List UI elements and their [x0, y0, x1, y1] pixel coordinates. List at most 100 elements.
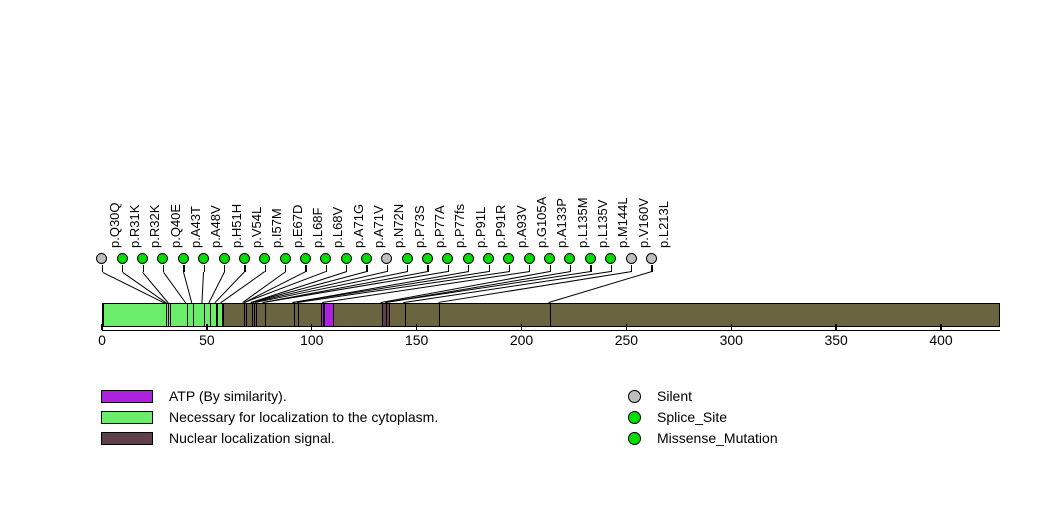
mutation-dot[interactable] — [340, 252, 352, 264]
x-axis-tick — [520, 324, 523, 330]
legend-label-domain: ATP (By similarity). — [169, 388, 287, 404]
legend-swatch — [101, 411, 153, 424]
mutation-label: p.Q30Q — [106, 202, 122, 248]
mutation-marker-line — [245, 304, 247, 326]
lollipop-stem — [529, 264, 531, 272]
lollipop-stem — [183, 264, 185, 272]
legend-swatch — [101, 390, 153, 403]
mutation-marker-line — [209, 304, 212, 326]
x-axis-tick — [625, 324, 628, 330]
mutation-dot[interactable] — [279, 252, 291, 264]
mutation-dot[interactable] — [645, 252, 657, 264]
mutation-dot[interactable] — [116, 252, 128, 264]
legend-label-domain: Nuclear localization signal. — [169, 430, 335, 446]
lollipop-stem — [651, 264, 653, 272]
mutation-label: p.V160V — [635, 198, 651, 248]
mutation-marker-line — [170, 304, 172, 326]
lollipop-stem — [386, 264, 389, 272]
mutation-dot[interactable] — [483, 252, 495, 264]
protein-domain-region[interactable] — [103, 304, 223, 326]
mutation-marker-line — [165, 304, 168, 326]
mutation-label: p.Q40E — [167, 203, 183, 248]
mutation-dot[interactable] — [320, 252, 332, 264]
x-axis-tick — [835, 324, 837, 330]
mutation-dot[interactable] — [381, 252, 393, 264]
lollipop-stem — [630, 264, 633, 272]
mutation-dot[interactable] — [137, 252, 149, 264]
mutation-label: p.V54L — [248, 206, 264, 248]
lollipop-stem — [244, 264, 246, 272]
lollipop-stem — [427, 264, 429, 272]
lollipop-stem — [122, 264, 124, 272]
mutation-dot[interactable] — [422, 252, 433, 264]
mutation-marker-line — [186, 304, 189, 326]
legend-dot — [628, 390, 641, 403]
x-axis-tick — [730, 324, 732, 330]
lollipop-stem — [203, 264, 205, 272]
mutation-dot[interactable] — [299, 252, 311, 264]
mutation-marker-line — [549, 304, 552, 326]
lollipop-stem — [346, 264, 348, 272]
x-axis-line — [102, 330, 1000, 332]
mutation-marker-line — [216, 304, 218, 326]
protein-backbone — [102, 303, 1000, 327]
lollipop-stem — [162, 264, 165, 272]
mutation-dot[interactable] — [238, 252, 250, 264]
x-axis-tick — [415, 324, 418, 330]
mutation-label: p.P73S — [411, 205, 427, 248]
mutation-dot[interactable] — [401, 252, 413, 264]
mutation-label: p.P91R — [493, 204, 509, 248]
x-axis-tick-label: 150 — [404, 332, 429, 348]
mutation-dot[interactable] — [198, 252, 210, 264]
mutation-dot[interactable] — [442, 252, 454, 264]
mutation-dot[interactable] — [177, 252, 189, 264]
lollipop-connector — [182, 272, 193, 304]
mutation-dot[interactable] — [462, 252, 474, 264]
mutation-dot[interactable] — [218, 252, 230, 264]
mutation-label: p.P77A — [432, 205, 448, 248]
mutation-label: p.N72N — [391, 203, 407, 248]
mutation-label: p.A71G — [350, 203, 366, 248]
x-axis-tick-label: 0 — [98, 332, 106, 348]
mutation-marker-line — [193, 304, 195, 326]
lollipop-stem — [468, 264, 470, 272]
mutation-dot[interactable] — [605, 252, 617, 264]
x-axis-tick-label: 50 — [199, 332, 215, 348]
mutation-label: p.H51H — [228, 203, 244, 248]
lollipop-stem — [508, 264, 511, 272]
mutation-label: p.P77fs — [452, 203, 468, 248]
lollipop-connector — [201, 271, 205, 303]
mutation-marker-line — [381, 304, 384, 326]
x-axis-tick — [311, 324, 313, 330]
lollipop-stem — [285, 264, 287, 272]
mutation-dot[interactable] — [157, 252, 169, 264]
legend-dot — [628, 411, 641, 424]
mutation-dot[interactable] — [360, 252, 372, 264]
x-axis-tick — [940, 324, 942, 330]
mutation-dot[interactable] — [625, 252, 637, 264]
x-axis-tick-label: 350 — [824, 332, 848, 348]
lollipop-stem — [142, 264, 144, 272]
mutation-dot[interactable] — [544, 252, 556, 264]
legend-swatch — [101, 432, 153, 445]
mutation-marker-line — [264, 304, 266, 326]
lollipop-stem — [488, 264, 490, 272]
mutation-marker-line — [243, 304, 245, 326]
mutation-dot[interactable] — [503, 252, 515, 264]
mutation-marker-line — [251, 304, 254, 326]
mutation-marker-line — [256, 304, 258, 326]
mutation-label: p.L213L — [655, 201, 671, 248]
x-axis-tick-label: 200 — [509, 332, 534, 348]
mutation-dot[interactable] — [96, 252, 108, 264]
mutation-dot[interactable] — [259, 252, 271, 264]
lollipop-stem — [366, 264, 368, 272]
lollipop-stem — [407, 264, 409, 272]
mutation-marker-line — [168, 304, 170, 326]
mutation-dot[interactable] — [564, 252, 576, 264]
mutation-label: p.A71V — [371, 205, 387, 248]
mutation-dot[interactable] — [523, 252, 535, 264]
mutation-dot[interactable] — [584, 252, 596, 264]
legend-label-mutation-type: Splice_Site — [657, 409, 728, 425]
mutation-label: p.M144L — [615, 197, 631, 248]
